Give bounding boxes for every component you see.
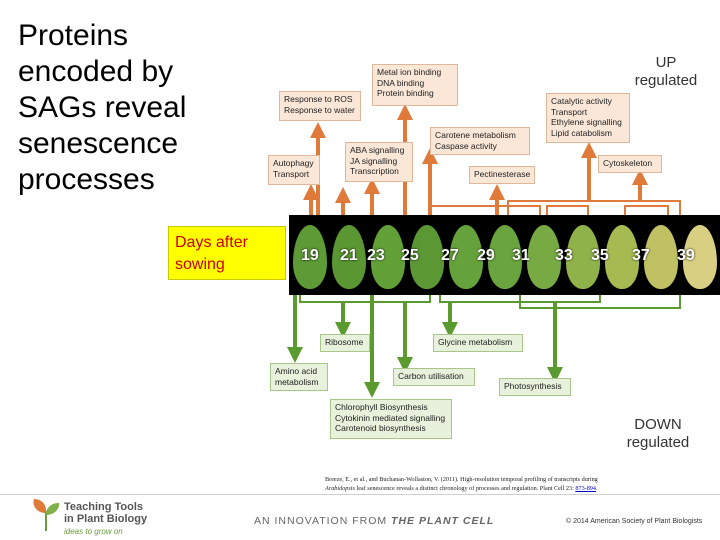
logo-line-1: Teaching Tools <box>64 501 144 513</box>
days-after-sowing-label: Days after sowing <box>168 226 286 280</box>
up-process-box: Cytoskeleton <box>598 155 662 173</box>
citation-end: . <box>596 485 598 492</box>
leaf-image <box>527 225 561 289</box>
process-label: Protein binding <box>377 88 434 98</box>
process-label: Pectinesterase <box>474 169 531 179</box>
up-process-box: Carotene metabolism Caspase activity <box>430 127 530 155</box>
process-label: Ribosome <box>325 337 364 347</box>
process-label: Catalytic activity <box>551 96 612 106</box>
leaf-image <box>410 225 444 289</box>
day-label: 39 <box>677 247 695 264</box>
up-bracket <box>429 205 541 215</box>
process-label: Metal ion binding <box>377 67 442 77</box>
citation-species: Arabidopsis <box>325 485 355 492</box>
up-process-box: Response to ROS Response to water <box>279 91 361 121</box>
citation-text-2: leaf senescence reveals a distinct chron… <box>354 485 576 492</box>
day-label: 29 <box>477 247 495 264</box>
day-label: 27 <box>441 247 459 264</box>
process-label: Carotene metabolism <box>435 130 516 140</box>
process-label: Photosynthesis <box>504 381 562 391</box>
up-bracket <box>546 205 589 215</box>
up-bracket <box>624 205 669 215</box>
footer-divider <box>0 494 720 495</box>
day-label: 19 <box>301 247 319 264</box>
leaf-image <box>293 225 327 289</box>
down-process-box: Ribosome <box>320 334 370 352</box>
innovation-prefix: AN INNOVATION FROM <box>254 515 392 527</box>
process-label: Response to ROS <box>284 94 353 104</box>
process-label: metabolism <box>275 376 319 387</box>
regulated-word: regulated <box>634 72 698 89</box>
up-process-box: Metal ion binding DNA binding Protein bi… <box>372 64 458 106</box>
day-label: 25 <box>401 247 419 264</box>
process-label: Transport <box>273 168 310 179</box>
down-process-box: Glycine metabolism <box>433 334 523 352</box>
process-label: ABA signalling <box>350 145 405 155</box>
leaf-image <box>566 225 600 289</box>
process-label: JA signalling <box>350 155 398 166</box>
leaf-image <box>683 225 717 289</box>
up-bracket <box>507 200 681 215</box>
process-label: Carotenoid biosynthesis <box>335 423 426 433</box>
down-process-box: Amino acid metabolism <box>270 363 328 391</box>
up-process-box: Catalytic activity Transport Ethylene si… <box>546 93 630 143</box>
process-label: Carbon utilisation <box>398 371 464 381</box>
leaf-image <box>371 225 405 289</box>
leaf-image <box>449 225 483 289</box>
logo-line-2: in Plant Biology <box>64 513 148 525</box>
day-label: 23 <box>367 247 385 264</box>
up-word: UP <box>655 54 677 71</box>
down-process-box: Carbon utilisation <box>393 368 475 386</box>
innovation-banner: AN INNOVATION FROM THE PLANT CELL <box>254 515 494 527</box>
down-process-box: Photosynthesis <box>499 378 571 396</box>
process-label: Transport <box>551 106 588 117</box>
down-bracket <box>519 295 681 309</box>
leaf-image <box>332 225 366 289</box>
up-process-box: Pectinesterase <box>469 166 535 184</box>
regulated-word: regulated <box>626 434 690 451</box>
down-regulated-label: DOWN regulated <box>618 416 698 452</box>
day-label: 31 <box>512 247 530 264</box>
slide-title: Proteins encoded by SAGs reveal senescen… <box>18 19 187 196</box>
citation-text: Breeze, E., et al., and Buchanan-Wollast… <box>325 476 598 483</box>
logo-text: Teaching Tools in Plant Biology <box>64 501 147 525</box>
down-process-box: Chlorophyll Biosynthesis Cytokinin media… <box>330 399 452 439</box>
day-label: 37 <box>632 247 650 264</box>
day-label: 33 <box>555 247 573 264</box>
citation-link[interactable]: 873-894 <box>575 485 596 492</box>
day-label: 35 <box>591 247 609 264</box>
logo-tagline: ideas to grow on <box>64 527 123 536</box>
process-label: DNA binding <box>377 77 425 88</box>
process-label: Amino acid <box>275 366 318 376</box>
process-label: Ethylene signalling <box>551 117 622 127</box>
leaf-image <box>644 225 678 289</box>
leaf-strip: 19 21 23 25 27 29 31 33 35 37 39 <box>289 215 720 295</box>
process-label: Response to water <box>284 104 355 115</box>
up-process-box: ABA signalling JA signalling Transcripti… <box>345 142 413 182</box>
day-label: 21 <box>340 247 358 264</box>
citation: Breeze, E., et al., and Buchanan-Wollast… <box>325 475 705 493</box>
process-label: Lipid catabolism <box>551 127 612 138</box>
process-label: Cytokinin mediated signalling <box>335 412 446 423</box>
process-label: Caspase activity <box>435 140 497 151</box>
down-bracket <box>299 295 431 303</box>
leaf-image <box>605 225 639 289</box>
process-label: Autophagy <box>273 158 314 168</box>
up-regulated-label: UP regulated <box>626 54 706 90</box>
up-process-box: Autophagy Transport <box>268 155 320 185</box>
plant-logo-icon <box>33 499 60 531</box>
down-word: DOWN <box>634 416 682 433</box>
leaf-image <box>488 225 522 289</box>
process-label: Chlorophyll Biosynthesis <box>335 402 428 412</box>
process-label: Cytoskeleton <box>603 158 653 168</box>
process-label: Transcription <box>350 166 399 176</box>
process-label: Glycine metabolism <box>438 337 513 347</box>
copyright: © 2014 American Society of Plant Biologi… <box>566 518 703 525</box>
innovation-brand: THE PLANT CELL <box>391 515 495 527</box>
